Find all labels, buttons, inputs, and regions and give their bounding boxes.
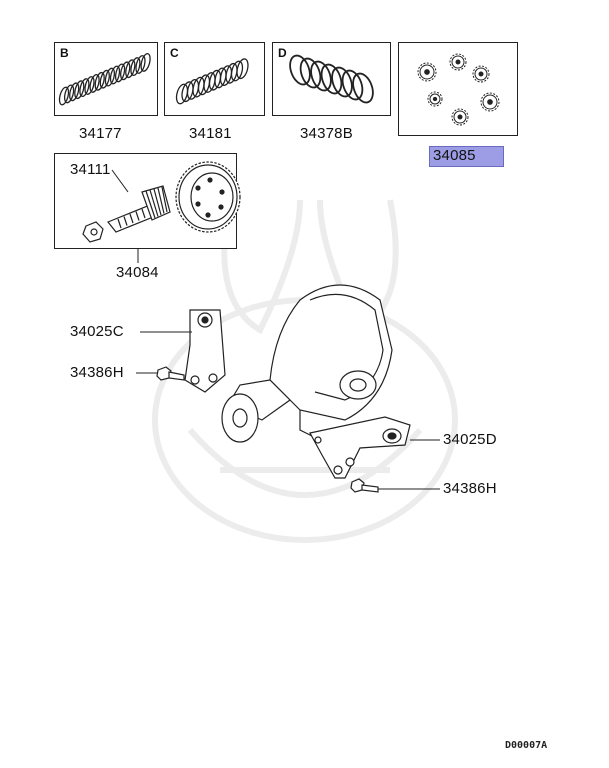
drawing-code: D00007A [505,740,548,751]
part-label-34386h-left[interactable]: 34386H [70,364,124,381]
kit-box-b[interactable]: B [54,42,158,116]
left-bracket-drawing [184,309,226,393]
differential-housing-drawing [221,284,393,443]
kit-box-c[interactable]: C [164,42,265,116]
part-highlight [429,146,504,167]
kit-box-d[interactable]: D [272,42,391,116]
kit-box-letter: D [278,46,287,60]
watermark-helmet [152,199,458,543]
part-label-34084[interactable]: 34084 [116,264,159,281]
kit-box-gears[interactable] [398,42,518,136]
kit-box-letter: B [60,46,69,60]
part-label-34386h-right[interactable]: 34386H [443,480,497,497]
right-bracket-drawing [309,416,411,479]
part-label-34025c[interactable]: 34025C [70,323,124,340]
part-label-34025d[interactable]: 34025D [443,431,497,448]
part-label-34111[interactable]: 34111 [70,161,111,178]
part-label-34085[interactable]: 34085 [433,147,476,164]
kit-box-letter: C [170,46,179,60]
part-label-34177[interactable]: 34177 [79,125,122,142]
right-bolt-drawing [350,478,379,493]
left-bolt-drawing [156,366,185,381]
part-label-34181[interactable]: 34181 [189,125,232,142]
part-label-34378b[interactable]: 34378B [300,125,353,142]
